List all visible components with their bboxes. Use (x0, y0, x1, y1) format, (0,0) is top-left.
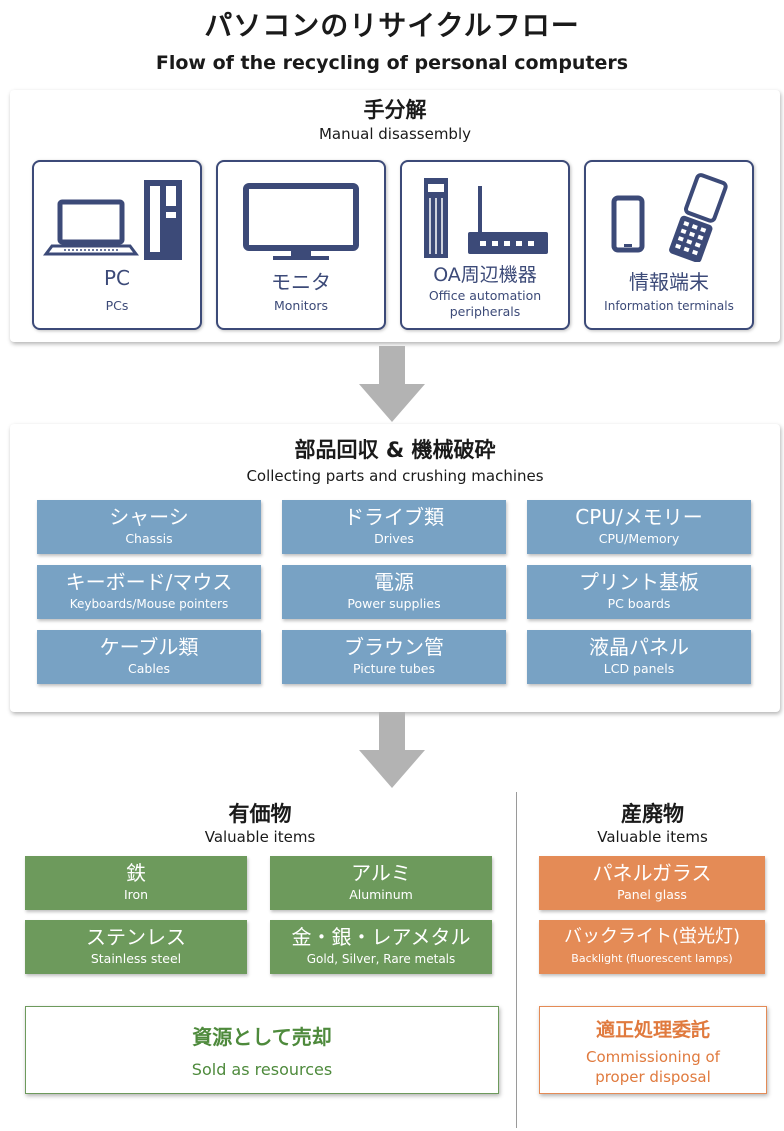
waste-title: 産廃物 (621, 802, 684, 826)
monitor-icon (243, 183, 359, 260)
oa-peripherals-icon (424, 178, 548, 258)
parts-crushing-title: 部品回収 & 機械破砕 (294, 438, 496, 462)
proper-disposal-sublabel-1: Commissioning of (586, 1048, 720, 1066)
device-sublabel-pc: PCs (105, 298, 129, 313)
sold-as-resources-label: 資源として売却 (192, 1025, 332, 1049)
waste-box-backlight: バックライト(蛍光灯)Backlight (fluorescent lamps) (539, 920, 765, 974)
device-sublabel-information-terminals: Information terminals (604, 299, 734, 313)
proper-disposal-box: 適正処理委託 Commissioning of proper disposal (539, 1006, 767, 1094)
proper-disposal-sublabel-2: proper disposal (595, 1068, 711, 1086)
manual-disassembly-title: 手分解 (363, 98, 427, 122)
waste-subtitle: Valuable items (597, 828, 708, 846)
sold-as-resources-sublabel: Sold as resources (191, 1060, 333, 1079)
page-title: パソコンのリサイクルフロー (204, 9, 580, 42)
device-sublabel-monitor: Monitors (273, 298, 329, 313)
device-label-monitor: モニタ (271, 270, 331, 294)
arrow-down-icon (359, 346, 425, 422)
device-card-monitor: モニタ Monitors (216, 160, 386, 330)
mobile-devices-icon (611, 173, 728, 262)
device-card-pc: PC PCs (32, 160, 202, 330)
valuables-title: 有価物 (228, 802, 292, 826)
device-card-oa-peripherals: OA周辺機器 Office automation peripherals (400, 160, 570, 330)
manual-disassembly-subtitle: Manual disassembly (318, 125, 471, 143)
column-divider (516, 792, 517, 1128)
device-card-information-terminals: 情報端末 Information terminals (584, 160, 754, 330)
device-label-pc: PC (103, 266, 131, 290)
device-label-information-terminals: 情報端末 (629, 270, 709, 294)
parts-crushing-subtitle: Collecting parts and crushing machines (246, 467, 544, 485)
device-label-oa-peripherals: OA周辺機器 (433, 264, 537, 286)
page-subtitle: Flow of the recycling of personal comput… (155, 52, 629, 74)
arrow-down-icon (359, 712, 425, 788)
sold-as-resources-box: 資源として売却 Sold as resources (25, 1006, 499, 1094)
device-sublabel-oa-peripherals: Office automation peripherals (428, 288, 542, 319)
proper-disposal-label: 適正処理委託 (595, 1019, 710, 1041)
valuables-subtitle: Valuable items (204, 828, 316, 846)
pc-icon (43, 180, 182, 260)
